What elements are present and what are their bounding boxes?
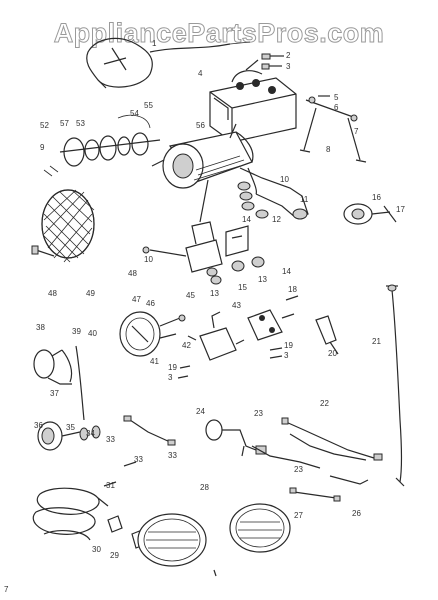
callout-37: 37 <box>50 389 59 398</box>
callout-27: 27 <box>294 511 303 520</box>
harness-top-left <box>86 37 251 89</box>
gauge <box>119 311 186 357</box>
callout-53: 53 <box>76 119 85 128</box>
callout-labels: 1 2 3 4 5 6 7 8 10 10 11 12 13 13 14 14 … <box>4 39 405 594</box>
callout-26: 26 <box>352 509 361 518</box>
callout-39: 39 <box>72 327 81 336</box>
callout-19b: 19 <box>168 363 177 372</box>
callout-48: 48 <box>128 269 137 278</box>
solenoid <box>247 295 299 341</box>
ignition-switch <box>33 345 85 421</box>
starter-generator <box>151 123 254 189</box>
callout-9: 9 <box>40 143 45 152</box>
callout-3b: 3 <box>284 351 289 360</box>
callout-33b: 33 <box>168 451 177 460</box>
callout-55: 55 <box>144 101 153 110</box>
battery <box>209 59 297 143</box>
callout-15: 15 <box>238 283 247 292</box>
callout-4: 4 <box>198 69 203 78</box>
callout-12: 12 <box>272 215 281 224</box>
horn <box>343 203 397 225</box>
callout-2: 2 <box>286 51 291 60</box>
callout-46: 46 <box>146 299 155 308</box>
callout-14b: 14 <box>282 267 291 276</box>
battery-hold-down <box>299 95 367 163</box>
callout-29: 29 <box>110 551 119 560</box>
callout-52: 52 <box>40 121 49 130</box>
callout-24: 24 <box>196 407 205 416</box>
callout-57: 57 <box>60 119 69 128</box>
mounting-bracket <box>142 179 249 273</box>
callout-31: 31 <box>106 481 115 490</box>
headlight-small-left <box>37 421 101 451</box>
callout-7: 7 <box>354 127 359 136</box>
callout-20: 20 <box>328 349 337 358</box>
callout-35: 35 <box>66 423 75 432</box>
washers-nuts <box>206 181 269 285</box>
callout-11: 11 <box>300 195 309 204</box>
callout-8: 8 <box>326 145 331 154</box>
callout-48b: 48 <box>48 289 57 298</box>
callout-42: 42 <box>182 341 191 350</box>
callout-33: 33 <box>106 435 115 444</box>
headlight-left <box>137 513 207 567</box>
callout-47: 47 <box>132 295 141 304</box>
callout-41: 41 <box>150 357 159 366</box>
watermark-text: AppliancePartsPros.com <box>54 18 385 48</box>
callout-13b: 13 <box>258 275 267 284</box>
coiled-wire <box>32 487 109 541</box>
callout-3: 3 <box>286 62 291 71</box>
callout-3c: 3 <box>168 373 173 382</box>
callout-7b: 7 <box>4 585 9 594</box>
callout-19: 19 <box>284 341 293 350</box>
callout-1: 1 <box>152 39 157 48</box>
callout-56: 56 <box>196 121 205 130</box>
callout-23: 23 <box>254 409 263 418</box>
callout-21: 21 <box>372 337 381 346</box>
callout-34: 34 <box>86 429 95 438</box>
callout-40: 40 <box>88 329 97 338</box>
battery-cable <box>239 167 309 220</box>
bolt-48-left <box>31 245 55 257</box>
fan-screen <box>41 189 95 263</box>
long-wire-21 <box>386 284 405 487</box>
callout-30: 30 <box>92 545 101 554</box>
callout-10: 10 <box>280 175 289 184</box>
callout-22: 22 <box>320 399 329 408</box>
callout-18: 18 <box>288 285 297 294</box>
callout-43: 43 <box>232 301 241 310</box>
small-screws <box>177 347 283 577</box>
callout-17: 17 <box>396 205 405 214</box>
pulley-cluster <box>43 114 161 177</box>
callout-6: 6 <box>334 103 339 112</box>
callout-54: 54 <box>130 109 139 118</box>
callout-33c: 33 <box>134 455 143 464</box>
wiring-harness-22 <box>251 417 383 469</box>
callout-36: 36 <box>34 421 43 430</box>
callout-16: 16 <box>372 193 381 202</box>
wire-33 <box>103 415 176 487</box>
fuse-holder <box>315 315 339 355</box>
terminal-screws-top <box>261 53 284 70</box>
wires-26-27 <box>289 475 369 502</box>
callout-14: 14 <box>242 215 251 224</box>
headlight-right <box>229 503 291 553</box>
bulb-socket <box>205 419 267 457</box>
callout-23b: 23 <box>294 465 303 474</box>
callout-45: 45 <box>186 291 195 300</box>
voltage-regulator <box>187 311 245 361</box>
callout-13: 13 <box>210 289 219 298</box>
callout-10b: 10 <box>144 255 153 264</box>
callout-5: 5 <box>334 93 339 102</box>
callout-28: 28 <box>200 483 209 492</box>
callout-49: 49 <box>86 289 95 298</box>
callout-38: 38 <box>36 323 45 332</box>
